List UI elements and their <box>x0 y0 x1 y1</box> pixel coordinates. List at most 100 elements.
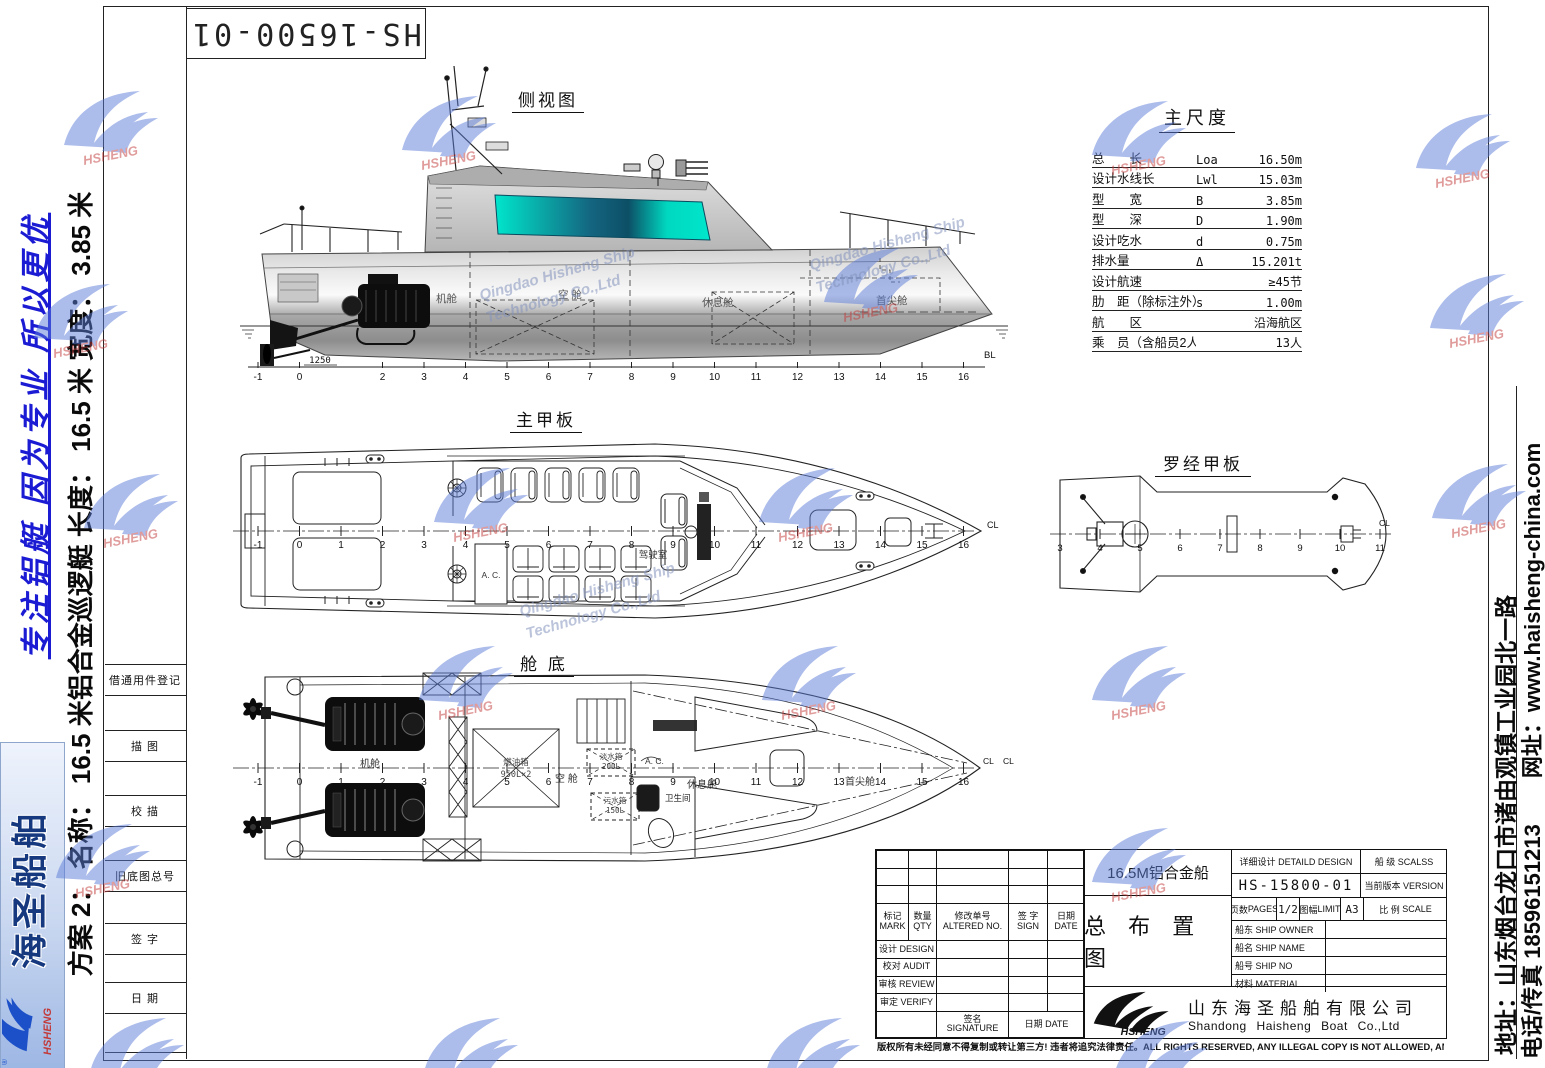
svg-text:200L: 200L <box>602 762 621 771</box>
left-spec-line: 方案 2： 名称： 16.5 米铝合金巡逻艇 长度： 16.5 米 宽度： 3.… <box>66 191 96 977</box>
frame-row-empty <box>105 696 186 730</box>
ruler-number: 10 <box>709 540 721 551</box>
dimension-symbol: D <box>1196 214 1204 228</box>
ruler-number: 11 <box>1375 543 1385 554</box>
bow-railing <box>839 211 976 248</box>
pages-label: 页数PAGES <box>1232 898 1277 920</box>
ruler-number: 0 <box>297 372 303 383</box>
ruler-number: 13 <box>833 777 845 788</box>
svg-text:淡水箱: 淡水箱 <box>600 751 623 761</box>
frame-left-rows: 借通用件登记描 图校 描旧底图总号签 字日 期 <box>104 664 186 1068</box>
ruler-number: 14 <box>875 372 887 383</box>
companionway-stairs <box>576 698 626 744</box>
ruler-number: 2 <box>380 372 386 383</box>
svg-text:驾驶室: 驾驶室 <box>639 549 668 561</box>
ruler-number: 5 <box>504 540 510 551</box>
ruler-number: 3 <box>421 777 427 788</box>
dimension-name: 型 深 <box>1092 213 1143 227</box>
ruler-number: 6 <box>546 372 552 383</box>
ruler-number: 1 <box>338 540 344 551</box>
dimension-name: 设计吃水 <box>1092 233 1143 248</box>
svg-text:卫生间: 卫生间 <box>665 793 691 803</box>
svg-text:空 舱: 空 舱 <box>555 772 578 785</box>
ruler-number: 14 <box>875 777 887 788</box>
svg-text:首尖舱: 首尖舱 <box>876 294 908 307</box>
ruler-number: 3 <box>1057 543 1062 554</box>
signature-cell: 签名 SIGNATURE <box>936 1010 1009 1039</box>
ruler-number: 3 <box>421 372 427 383</box>
copyright-disclaimer: 版权所有未经同意不得复制或转让第三方! 违者将追究法律责任。ALL RIGHTS… <box>877 1042 1444 1052</box>
svg-text:首尖舱: 首尖舱 <box>845 775 875 788</box>
ruler-number: 10 <box>709 777 721 788</box>
ruler-number: 9 <box>670 540 676 551</box>
dimension-name: 排水量 <box>1092 254 1130 268</box>
scale-cell: 比 例 SCALE <box>1379 904 1432 915</box>
dimension-value: 3.85m <box>1265 193 1302 208</box>
doc-number-box: HS-16500-01 <box>186 8 426 59</box>
ruler-number: -1 <box>254 540 263 551</box>
brand-name-cn: 海圣船舶 <box>9 809 50 970</box>
ruler-number: 2 <box>380 540 386 551</box>
ship-name-label: 船名 SHIP NAME <box>1232 939 1326 956</box>
frame-row-label: 签 字 <box>104 923 186 955</box>
ruler-number: 8 <box>629 777 635 788</box>
svg-text:A. C.: A. C. <box>645 756 664 766</box>
bilge-drawing: 燃油箱 950L×2 淡水箱 200L 污水箱 150L <box>233 672 1014 862</box>
ruler-number: 4 <box>463 372 469 383</box>
ruler-number: 10 <box>1335 543 1346 554</box>
ruler-number: 12 <box>792 372 804 383</box>
frame-row-empty <box>105 955 186 982</box>
ruler-number: 13 <box>833 540 845 551</box>
design-row-label: 设计 DESIGN <box>876 940 937 960</box>
detail-design-cell: 详细设计 DETAILD DESIGN <box>1232 850 1361 873</box>
side-view-title: 侧视图 <box>512 86 584 113</box>
ruler-number: -1 <box>254 777 263 788</box>
ruler-number: -1 <box>254 372 263 383</box>
bilge-view-title: 舱 底 <box>514 650 574 677</box>
ruler-number: 6 <box>1177 543 1182 554</box>
ruler-number: 16 <box>958 777 970 788</box>
dimension-value: 1.00m <box>1265 296 1302 310</box>
ship-owner-value <box>1326 921 1447 938</box>
frame-row-label: 旧底图总号 <box>104 860 186 892</box>
wheelhouse <box>424 165 774 253</box>
cabin-ladder <box>436 187 452 239</box>
dimension-symbol: Lwl <box>1196 173 1218 187</box>
ruler-number: 16 <box>958 540 970 551</box>
side-view-drawing: 机舱 空 舱 休息舱 首尖舱 BL 1250 -1023456789101112… <box>240 65 1008 383</box>
verify-row-label: 审定 VERIFY <box>876 993 937 1012</box>
limit-value: A3 <box>1341 898 1364 920</box>
dimension-name: 航 区 <box>1092 315 1143 330</box>
dimension-value: ≥45节 <box>1268 274 1302 289</box>
ruler-number: 11 <box>751 372 762 383</box>
freshwater-tank: 淡水箱 200L <box>586 748 636 777</box>
svg-text:150L: 150L <box>606 806 625 815</box>
brand-panel <box>0 742 65 1068</box>
company-logo-text: HSHENG <box>1121 1026 1166 1037</box>
ruler-number: 4 <box>463 540 469 551</box>
company-phone: 电话/传真 18596151213 <box>1520 824 1545 1059</box>
ruler-number: 8 <box>629 540 635 551</box>
ruler-number: 8 <box>629 372 635 383</box>
dimension-symbol: d <box>1196 234 1204 249</box>
dimension-name: 乘 员（含船员2人） <box>1092 336 1196 350</box>
svg-text:污水箱: 污水箱 <box>604 795 627 805</box>
frame-row-empty <box>105 1014 186 1052</box>
engine-sideview <box>341 274 430 345</box>
baseline-label: BL <box>984 350 996 361</box>
company-address: 地址：山东烟台龙口市诸由观镇工业园北一路 <box>1493 595 1519 1055</box>
ruler-number: 6 <box>546 540 552 551</box>
svg-text:休息舱: 休息舱 <box>687 778 717 791</box>
drawing-title: 总 布 置 图 <box>1084 914 1203 971</box>
dimension-symbol: Δ <box>1196 255 1204 269</box>
stern-hatches <box>244 458 382 604</box>
